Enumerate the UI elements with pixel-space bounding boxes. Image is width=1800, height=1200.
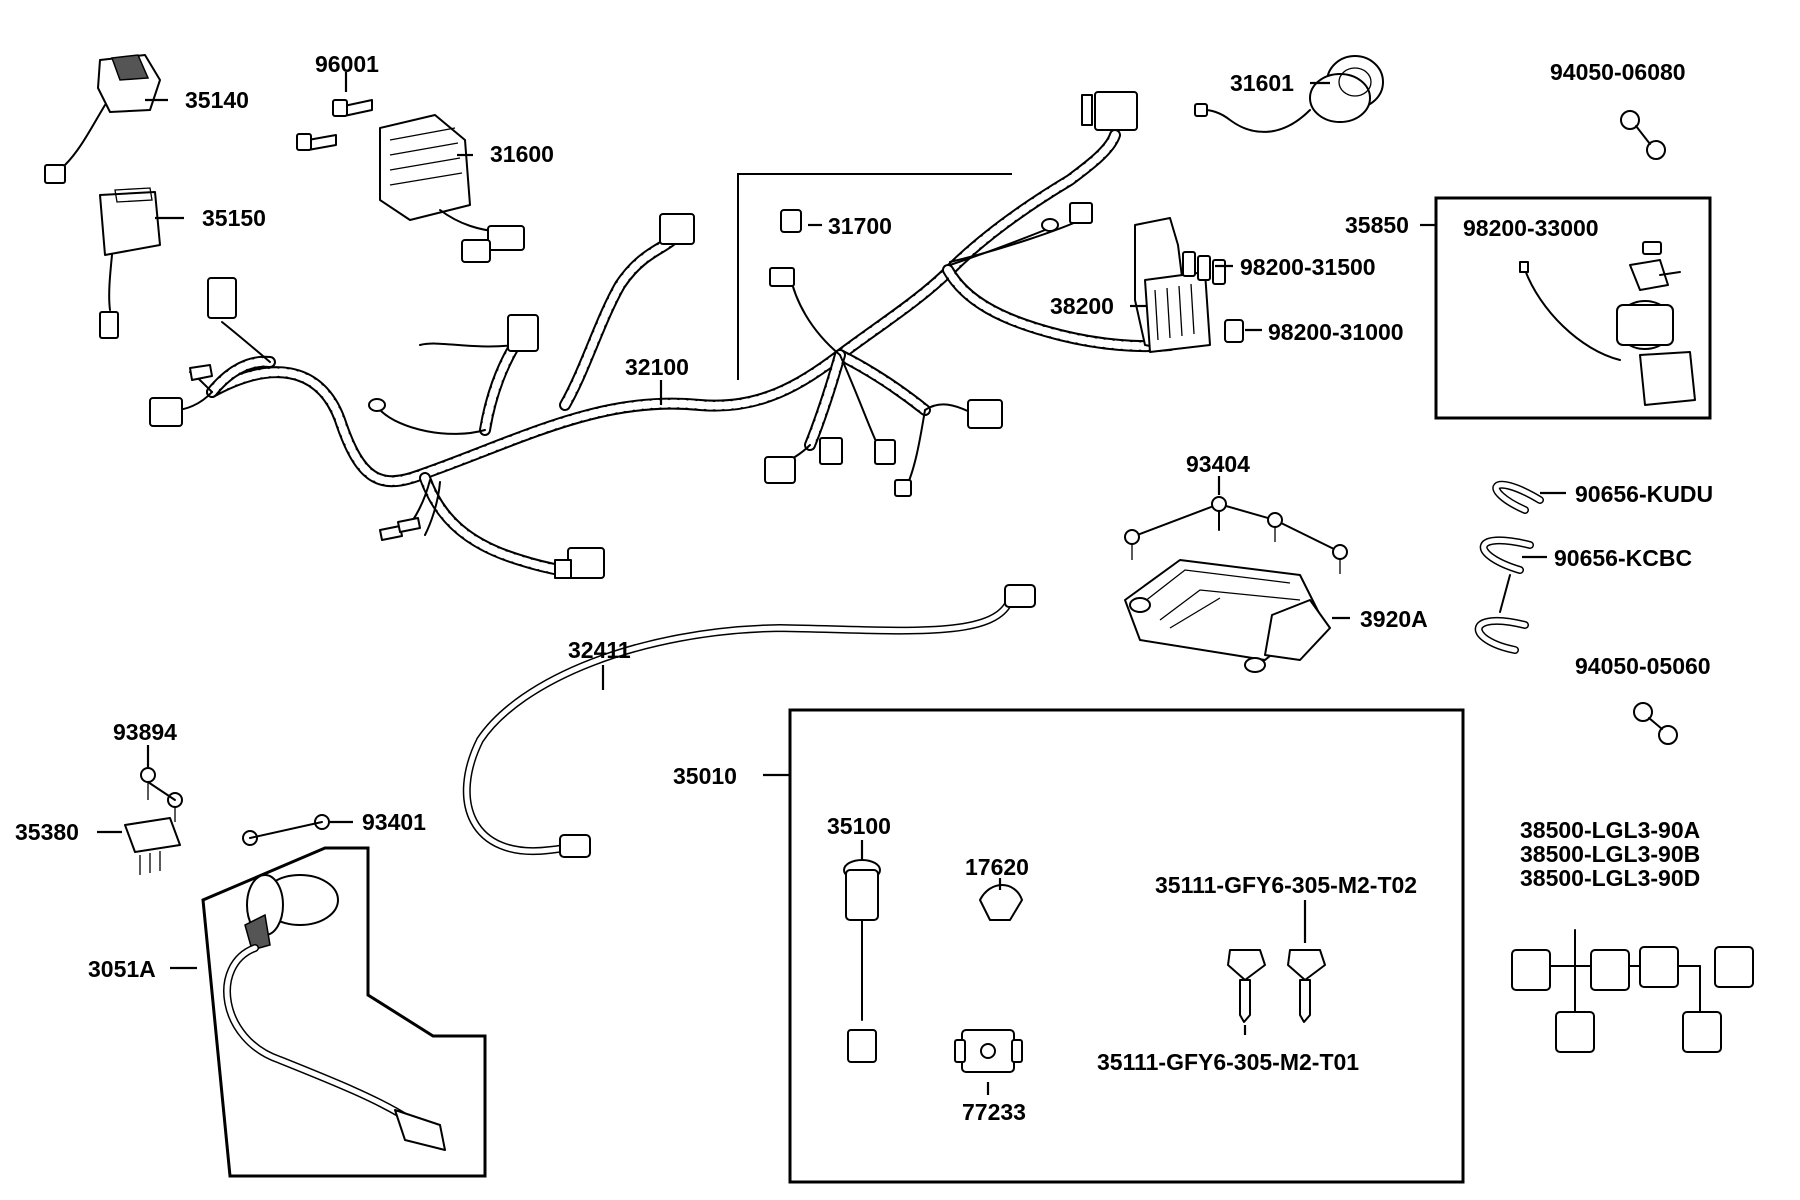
label-35100: 35100 <box>827 813 891 839</box>
part-94050-05060-nuts <box>1633 702 1678 745</box>
part-93401-bolts <box>242 814 330 846</box>
group-box-3051a <box>201 846 487 1178</box>
part-98200-31000-fuse <box>1224 319 1244 343</box>
label-93404: 93404 <box>1186 451 1250 477</box>
label-94050-06080: 94050-06080 <box>1550 59 1686 85</box>
label-35140: 35140 <box>185 87 249 113</box>
part-35380-sensor <box>124 817 181 875</box>
part-77233-clamp <box>954 1029 1023 1073</box>
label-35850: 35850 <box>1345 212 1409 238</box>
part-93894-screw <box>140 767 183 822</box>
part-38200-fuse-box <box>1134 217 1211 353</box>
group-box-35850 <box>1434 196 1712 420</box>
label-38500-90d: 38500-LGL3-90D <box>1520 865 1700 891</box>
label-38500-90b: 38500-LGL3-90B <box>1520 841 1700 867</box>
part-96001-bolts <box>296 99 373 151</box>
group-box-35010 <box>788 708 1465 1184</box>
part-35100-key-switch <box>843 859 881 1063</box>
label-31601: 31601 <box>1230 70 1294 96</box>
label-77233: 77233 <box>962 1099 1026 1125</box>
label-35111-t02: 35111-GFY6-305-M2-T02 <box>1155 872 1417 898</box>
part-31600-regulator <box>379 114 525 263</box>
label-3051a: 3051A <box>88 956 156 982</box>
label-35150: 35150 <box>202 205 266 231</box>
label-17620: 17620 <box>965 854 1029 880</box>
part-3920a-ecu <box>1124 559 1331 673</box>
part-17620-cap <box>979 884 1023 921</box>
label-35380: 35380 <box>15 819 79 845</box>
label-90656-kcbc: 90656-KCBC <box>1554 545 1692 571</box>
label-98200-31500: 98200-31500 <box>1240 254 1376 280</box>
part-90656-kudu-clamp <box>1492 480 1544 514</box>
label-98200-31000: 98200-31000 <box>1268 319 1404 345</box>
label-31600: 31600 <box>490 141 554 167</box>
label-32411: 32411 <box>568 637 631 663</box>
part-90656-kcbc-clamp <box>1474 536 1534 654</box>
label-35111-t01: 35111-GFY6-305-M2-T01 <box>1097 1049 1359 1075</box>
part-35140-switch <box>44 54 161 184</box>
label-96001: 96001 <box>315 51 379 77</box>
label-38200: 38200 <box>1050 293 1114 319</box>
label-32100: 32100 <box>625 354 689 380</box>
leader-lines <box>97 72 1566 1095</box>
label-98200-33000: 98200-33000 <box>1463 215 1599 241</box>
part-3051a-ignition-coil <box>223 874 446 1151</box>
label-94050-05060: 94050-05060 <box>1575 653 1711 679</box>
part-94050-06080-nuts <box>1620 110 1666 160</box>
label-93401: 93401 <box>362 809 426 835</box>
label-31700: 31700 <box>828 213 892 239</box>
part-35850-starter-relay <box>1519 241 1696 406</box>
part-35111-t01-key <box>1227 949 1266 1023</box>
bracket-31700-32100 <box>737 173 1012 380</box>
part-38500-relays <box>1511 929 1754 1053</box>
label-38500-90a: 38500-LGL3-90A <box>1520 817 1700 843</box>
part-32411-cable <box>462 584 1036 858</box>
label-3920a: 3920A <box>1360 606 1428 632</box>
label-93894: 93894 <box>113 719 177 745</box>
part-31700-connector <box>780 209 802 233</box>
part-93404-bolts <box>1124 496 1348 574</box>
main-wiring-harness <box>149 91 1176 579</box>
part-35111-t02-key <box>1287 949 1326 1023</box>
part-31601-ignition-coil <box>1194 55 1384 133</box>
label-35010: 35010 <box>673 763 737 789</box>
part-35150-socket <box>99 187 161 339</box>
label-90656-kudu: 90656-KUDU <box>1575 481 1713 507</box>
